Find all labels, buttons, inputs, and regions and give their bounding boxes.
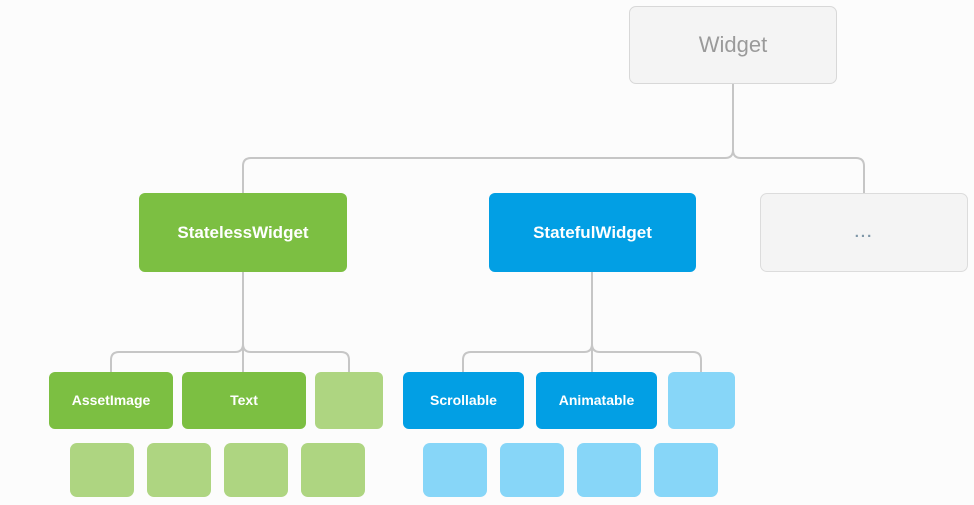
node-blue-placeholder-1[interactable] (668, 372, 735, 429)
node-animatable-label: Animatable (558, 392, 635, 409)
node-green-placeholder-1[interactable] (315, 372, 383, 429)
node-blue-leaf-2[interactable] (500, 443, 564, 497)
node-green-leaf-1[interactable] (70, 443, 134, 497)
node-statefulwidget-label: StatefulWidget (533, 222, 652, 242)
node-animatable[interactable]: Animatable (536, 372, 657, 429)
node-blue-leaf-4[interactable] (654, 443, 718, 497)
node-text[interactable]: Text (182, 372, 306, 429)
node-assetimage-label: AssetImage (71, 392, 151, 409)
node-blue-leaf-3[interactable] (577, 443, 641, 497)
node-blue-leaf-1[interactable] (423, 443, 487, 497)
node-more-widgets-placeholder[interactable]: ... (760, 193, 968, 272)
node-green-leaf-4[interactable] (301, 443, 365, 497)
ellipsis-icon: ... (854, 223, 874, 241)
node-statelesswidget-label: StatelessWidget (177, 222, 309, 242)
node-green-leaf-3[interactable] (224, 443, 288, 497)
node-statelesswidget[interactable]: StatelessWidget (139, 193, 347, 272)
node-widget-label: Widget (698, 32, 768, 58)
node-assetimage[interactable]: AssetImage (49, 372, 173, 429)
node-widget[interactable]: Widget (629, 6, 837, 84)
node-text-label: Text (230, 392, 258, 409)
node-scrollable[interactable]: Scrollable (403, 372, 524, 429)
node-green-leaf-2[interactable] (147, 443, 211, 497)
node-scrollable-label: Scrollable (430, 392, 497, 409)
node-statefulwidget[interactable]: StatefulWidget (489, 193, 696, 272)
